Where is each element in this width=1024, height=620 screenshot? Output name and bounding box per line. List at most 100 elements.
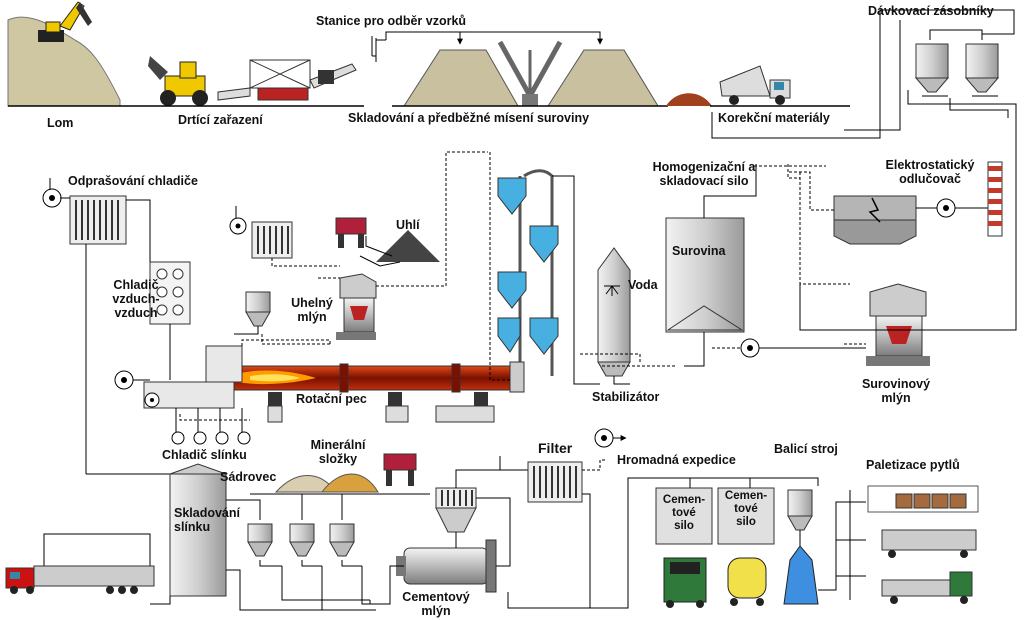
dosing-bin-1 xyxy=(914,43,950,97)
coal-mill-icon xyxy=(336,273,377,340)
label-chladic-vv-line1: Chladič xyxy=(113,278,159,292)
chimney xyxy=(987,161,1003,237)
label-uhelny-line1: Uhelný xyxy=(291,296,333,310)
stabilizer-tower xyxy=(597,247,631,377)
label-cem2-line1: Cemen- xyxy=(724,490,768,502)
label-davkovaci: Dávkovací zásobníky xyxy=(868,4,994,18)
label-skladovani: Skladování a předběžné mísení suroviny xyxy=(348,111,590,125)
homogenizing-silo xyxy=(665,217,745,333)
label-drtici-zarazeni: Drtící zařazení xyxy=(178,113,263,127)
rotary-kiln xyxy=(231,361,525,393)
fan-icon xyxy=(594,428,614,448)
fan-icon xyxy=(42,178,62,208)
storage-pile-right xyxy=(547,49,659,107)
fan-icon xyxy=(114,370,134,390)
label-chladic-vv-line2: vzduch- xyxy=(112,292,160,306)
excavator-icon xyxy=(38,1,92,42)
label-sadrovec: Sádrovec xyxy=(220,470,277,484)
label-cementove-silo-1: Cemen- tové silo xyxy=(656,494,712,533)
quarry-hill xyxy=(7,16,121,107)
fan-icon xyxy=(144,392,160,408)
cooler-dedust-filter xyxy=(69,195,127,245)
clinker-truck-icon xyxy=(5,565,155,594)
label-uhelny-line2: mlýn xyxy=(297,310,327,324)
reclaimer-icon xyxy=(497,40,563,106)
label-paletizace: Paletizace pytlů xyxy=(866,458,960,472)
preheater-tower xyxy=(497,169,559,376)
label-skladovani-slinku: Skladování slínku xyxy=(174,506,240,534)
cement-silo-1 xyxy=(655,487,713,608)
mineral-feeder-icon xyxy=(383,453,417,486)
label-hromadna-expedice: Hromadná expedice xyxy=(617,453,736,467)
label-elektrostaticky: Elektrostatický odlučovač xyxy=(870,158,990,186)
bag-pallet-stack xyxy=(867,485,979,513)
additive-bins xyxy=(247,523,355,557)
label-cem1-line1: Cemen- xyxy=(662,494,706,506)
label-balici-stroj: Balicí stroj xyxy=(774,442,838,456)
label-lom: Lom xyxy=(47,116,74,130)
clinker-storage-silo xyxy=(169,463,227,597)
coal-pile xyxy=(376,230,440,262)
label-cem2-line2: tové xyxy=(734,503,758,515)
label-mineralni-line1: Minerální xyxy=(310,438,366,452)
coal-hopper xyxy=(245,291,271,327)
packing-machine-icon xyxy=(783,489,819,605)
dosing-bin-2 xyxy=(964,43,1000,97)
label-sklad-slinku-line2: slínku xyxy=(174,520,211,534)
cement-mill-icon xyxy=(396,539,497,593)
label-stabilizator: Stabilizátor xyxy=(592,390,660,404)
label-stanice: Stanice pro odběr vzorků xyxy=(316,14,467,28)
fan-icon xyxy=(740,338,760,358)
dump-truck-icon xyxy=(719,65,791,105)
label-odprasovani: Odprašování chladiče xyxy=(68,174,198,188)
fan-icon xyxy=(229,206,247,235)
coal-feeder-icon xyxy=(335,217,367,248)
label-elektro-line1: Elektrostatický xyxy=(885,158,975,172)
separator-filter xyxy=(435,487,477,533)
label-mineralni-line2: složky xyxy=(318,452,358,466)
label-rotacni-pec: Rotační pec xyxy=(296,392,367,406)
crusher-unit-icon xyxy=(217,59,357,101)
fan-icon xyxy=(936,198,956,218)
mineral-pile xyxy=(320,473,379,493)
label-mineralni-slozky: Minerální složky xyxy=(298,438,378,466)
corrective-material-pile xyxy=(666,93,712,106)
label-surovinovy-line2: mlýn xyxy=(881,391,911,405)
label-uhelny-mlyn: Uhelný mlýn xyxy=(284,296,340,324)
label-chladic-slinku: Chladič slínku xyxy=(162,448,247,462)
label-surovina: Surovina xyxy=(672,244,726,258)
kiln-support xyxy=(267,392,495,423)
air-air-cooler xyxy=(149,261,191,325)
label-voda: Voda xyxy=(628,278,658,292)
label-chladic-vzduch: Chladič vzduch- vzduch xyxy=(106,278,166,320)
label-cem1-line2: tové xyxy=(672,507,696,519)
label-homog-line2: skladovací silo xyxy=(659,174,749,188)
label-filter: Filter xyxy=(538,440,573,456)
label-elektro-line2: odlučovač xyxy=(899,172,961,186)
label-cementovy-line2: mlýn xyxy=(421,604,451,618)
flatbed-truck-icon xyxy=(881,571,973,604)
label-cementovy-mlyn: Cementový mlýn xyxy=(396,590,476,618)
label-homog-line1: Homogenizační a xyxy=(652,160,756,174)
wheel-loader-icon xyxy=(148,56,208,106)
cement-silo-2 xyxy=(717,487,775,606)
storage-pile-left xyxy=(403,49,519,107)
label-cem2-line3: silo xyxy=(736,516,756,528)
label-sklad-slinku-line1: Skladování xyxy=(174,506,240,520)
label-cementove-silo-2: Cemen- tové silo xyxy=(718,490,774,529)
label-cem1-line3: silo xyxy=(674,520,694,532)
rail-wagon-icon xyxy=(881,529,977,558)
raw-mill-icon xyxy=(866,283,930,366)
kiln-hood xyxy=(143,345,243,409)
water-spray-icon xyxy=(604,285,620,296)
coal-mill-filter xyxy=(251,221,293,259)
label-korekcni: Korekční materiály xyxy=(718,111,830,125)
label-chladic-vv-line3: vzduch xyxy=(114,306,158,320)
clinker-cooler-fans xyxy=(171,408,251,445)
label-surovinovy-mlyn: Surovinový mlýn xyxy=(856,377,936,405)
electrostatic-precipitator xyxy=(833,195,917,245)
label-homogenizacni: Homogenizační a skladovací silo xyxy=(646,160,762,188)
cement-filter xyxy=(527,461,583,503)
label-cementovy-line1: Cementový xyxy=(402,590,470,604)
